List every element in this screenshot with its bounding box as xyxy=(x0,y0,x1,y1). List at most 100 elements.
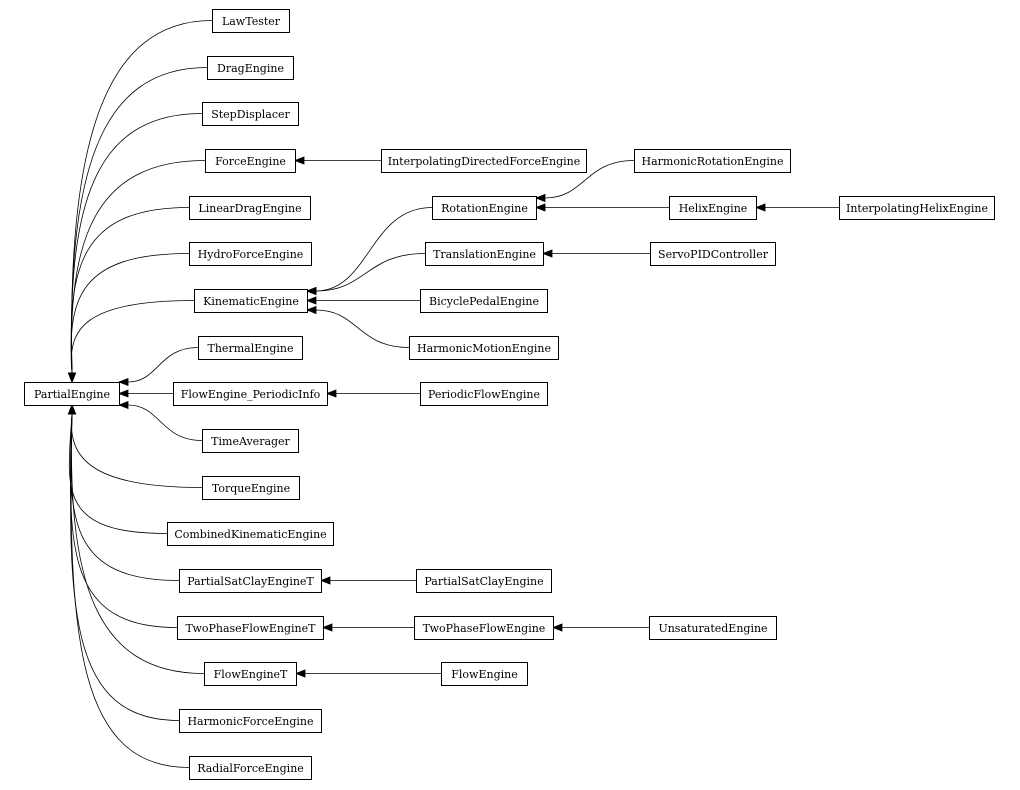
node-label: TwoPhaseFlowEngine xyxy=(423,622,546,635)
node-combined-kinematic-engine[interactable]: CombinedKinematicEngine xyxy=(167,522,334,546)
node-label: TorqueEngine xyxy=(212,482,290,495)
node-box xyxy=(189,756,312,780)
node-box xyxy=(202,429,299,453)
edge-radial-force-engine-to-partial-engine xyxy=(70,413,190,768)
node-label: RotationEngine xyxy=(441,202,528,215)
node-bicycle-pedal-engine[interactable]: BicyclePedalEngine xyxy=(420,289,548,313)
node-box xyxy=(212,9,290,33)
node-partial-engine[interactable]: PartialEngine xyxy=(24,382,120,406)
edge-two-phase-flow-engine-t-to-partial-engine xyxy=(70,413,178,628)
node-label: InterpolatingHelixEngine xyxy=(846,202,988,215)
arrowhead-partial-engine xyxy=(117,377,129,387)
node-step-displacer[interactable]: StepDisplacer xyxy=(202,102,299,126)
node-label: ServoPIDController xyxy=(658,248,769,261)
arrowhead-force-engine xyxy=(293,156,305,165)
node-flow-engine[interactable]: FlowEngine xyxy=(441,662,528,686)
node-thermal-engine[interactable]: ThermalEngine xyxy=(198,336,303,360)
node-box xyxy=(207,56,294,80)
node-servo-pid-controller[interactable]: ServoPIDController xyxy=(650,242,776,266)
node-box xyxy=(177,616,324,640)
node-label: FlowEngineT xyxy=(214,668,288,681)
node-label: PartialSatClayEngineT xyxy=(187,575,314,588)
node-label: PartialEngine xyxy=(34,388,110,401)
node-harmonic-motion-engine[interactable]: HarmonicMotionEngine xyxy=(409,336,559,360)
node-kinematic-engine[interactable]: KinematicEngine xyxy=(194,289,308,313)
edge-partial-sat-clay-engine-t-to-partial-engine xyxy=(70,413,180,581)
edge-harmonic-rotation-engine-to-rotation-engine xyxy=(544,160,635,199)
arrowhead-kinematic-engine xyxy=(305,286,317,296)
node-box xyxy=(205,149,296,173)
edge-torque-engine-to-partial-engine xyxy=(71,413,203,488)
node-label: FlowEngine xyxy=(451,668,517,681)
node-label: StepDisplacer xyxy=(211,108,290,121)
node-rotation-engine[interactable]: RotationEngine xyxy=(432,196,537,220)
edge-combined-kinematic-engine-to-partial-engine xyxy=(68,413,168,534)
node-label: InterpolatingDirectedForceEngine xyxy=(388,155,581,168)
node-box xyxy=(179,569,322,593)
node-label: TranslationEngine xyxy=(433,248,536,261)
node-helix-engine[interactable]: HelixEngine xyxy=(669,196,757,220)
node-box xyxy=(173,382,328,406)
edge-force-engine-to-partial-engine xyxy=(71,160,206,374)
node-label: TwoPhaseFlowEngineT xyxy=(186,622,317,635)
edge-step-displacer-to-partial-engine xyxy=(71,113,203,374)
node-label: LawTester xyxy=(222,15,281,28)
node-radial-force-engine[interactable]: RadialForceEngine xyxy=(189,756,312,780)
arrowhead-partial-engine xyxy=(117,400,129,410)
nodes-layer: PartialEngine LawTesterDragEngineStepDisp… xyxy=(24,9,995,780)
node-drag-engine[interactable]: DragEngine xyxy=(207,56,294,80)
node-label: RadialForceEngine xyxy=(197,762,304,775)
arrowhead-two-phase-flow-engine xyxy=(551,623,563,632)
node-box xyxy=(179,709,322,733)
arrowhead-two-phase-flow-engine-t xyxy=(321,623,333,632)
arrowhead-partial-sat-clay-engine-t xyxy=(319,576,331,585)
node-flow-engine-t[interactable]: FlowEngineT xyxy=(204,662,297,686)
arrowhead-flow-engine-t xyxy=(294,669,306,678)
node-flow-engine-periodic-info[interactable]: FlowEngine_PeriodicInfo xyxy=(173,382,328,406)
node-box xyxy=(649,616,777,640)
node-label: PeriodicFlowEngine xyxy=(428,388,540,401)
node-interpolating-helix-engine[interactable]: InterpolatingHelixEngine xyxy=(839,196,995,220)
node-box xyxy=(669,196,757,220)
node-box xyxy=(634,149,791,173)
arrowhead-partial-engine xyxy=(117,389,129,398)
node-time-averager[interactable]: TimeAverager xyxy=(202,429,299,453)
node-unsaturated-engine[interactable]: UnsaturatedEngine xyxy=(649,616,777,640)
node-box xyxy=(24,382,120,406)
node-box xyxy=(839,196,995,220)
node-harmonic-rotation-engine[interactable]: HarmonicRotationEngine xyxy=(634,149,791,173)
node-two-phase-flow-engine-t[interactable]: TwoPhaseFlowEngineT xyxy=(177,616,324,640)
edge-hydro-force-engine-to-partial-engine xyxy=(70,253,190,374)
node-interpolating-directed-force-engine[interactable]: InterpolatingDirectedForceEngine xyxy=(381,149,587,173)
node-label: LinearDragEngine xyxy=(198,202,301,215)
arrowhead-translation-engine xyxy=(541,249,553,258)
node-translation-engine[interactable]: TranslationEngine xyxy=(425,242,544,266)
node-harmonic-force-engine[interactable]: HarmonicForceEngine xyxy=(179,709,322,733)
node-partial-sat-clay-engine[interactable]: PartialSatClayEngine xyxy=(416,569,552,593)
node-box xyxy=(420,382,548,406)
node-label: TimeAverager xyxy=(211,435,290,448)
node-label: HydroForceEngine xyxy=(198,248,304,261)
node-linear-drag-engine[interactable]: LinearDragEngine xyxy=(189,196,311,220)
edge-flow-engine-t-to-partial-engine xyxy=(71,413,205,674)
node-torque-engine[interactable]: TorqueEngine xyxy=(202,476,300,500)
edge-time-averager-to-partial-engine xyxy=(127,404,203,441)
node-box xyxy=(204,662,297,686)
node-law-tester[interactable]: LawTester xyxy=(212,9,290,33)
arrowhead-partial-engine xyxy=(67,403,77,415)
node-label: FlowEngine_PeriodicInfo xyxy=(181,388,321,401)
arrowhead-helix-engine xyxy=(754,203,766,212)
node-partial-sat-clay-engine-t[interactable]: PartialSatClayEngineT xyxy=(179,569,322,593)
node-box xyxy=(202,102,299,126)
arrowhead-flow-engine-periodic-info xyxy=(325,389,337,398)
node-force-engine[interactable]: ForceEngine xyxy=(205,149,296,173)
node-hydro-force-engine[interactable]: HydroForceEngine xyxy=(189,242,312,266)
edge-harmonic-force-engine-to-partial-engine xyxy=(70,413,180,721)
node-box xyxy=(420,289,548,313)
node-label: ForceEngine xyxy=(215,155,286,168)
node-label: ThermalEngine xyxy=(208,342,294,355)
node-two-phase-flow-engine[interactable]: TwoPhaseFlowEngine xyxy=(414,616,554,640)
node-periodic-flow-engine[interactable]: PeriodicFlowEngine xyxy=(420,382,548,406)
node-box xyxy=(194,289,308,313)
